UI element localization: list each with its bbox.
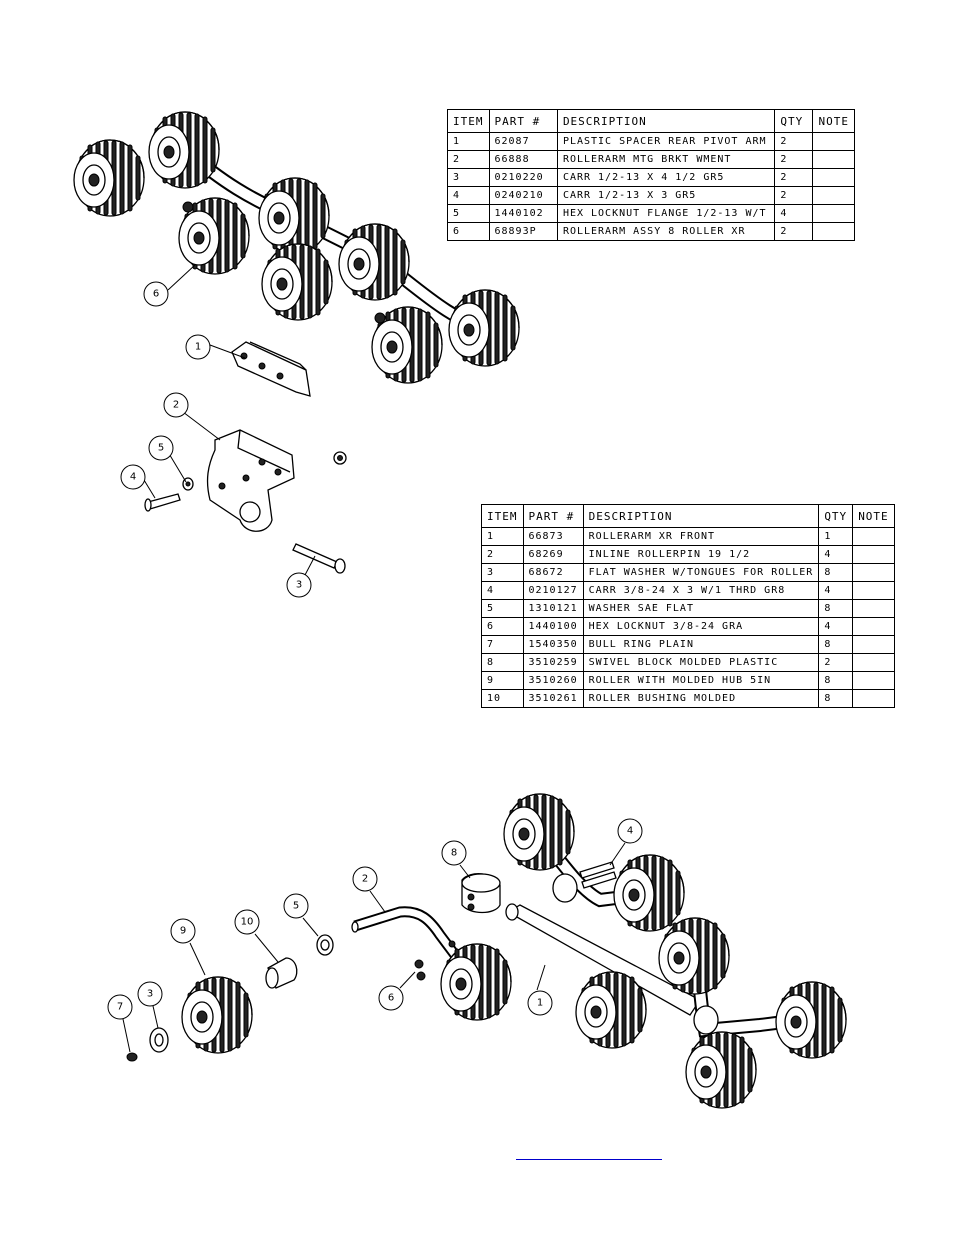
balloon-6: 6 xyxy=(378,985,404,1011)
table-cell xyxy=(852,689,895,708)
table-cell: 2 xyxy=(774,222,814,241)
balloon-5: 5 xyxy=(148,435,174,461)
balloon-1: 1 xyxy=(185,334,211,360)
column-header: QTY xyxy=(818,504,854,528)
table-cell: 3510261 xyxy=(522,689,584,708)
table-cell: 8 xyxy=(818,689,854,708)
footer-link-underline[interactable] xyxy=(516,1147,662,1160)
balloon-6: 6 xyxy=(143,281,169,307)
table-cell: 2 xyxy=(774,168,814,187)
inline-rollerpin-part xyxy=(351,906,512,1021)
swivel-block-part xyxy=(461,873,501,914)
svg-text:10: 10 xyxy=(241,917,254,928)
balloon-1: 1 xyxy=(527,990,553,1016)
svg-text:6: 6 xyxy=(153,289,159,300)
svg-text:3: 3 xyxy=(296,580,302,591)
sae-washer-part xyxy=(316,934,334,956)
svg-text:7: 7 xyxy=(117,1002,123,1013)
balloon-7: 7 xyxy=(107,994,133,1020)
svg-text:3: 3 xyxy=(147,989,153,1000)
svg-text:2: 2 xyxy=(173,400,179,411)
balloon-8: 8 xyxy=(441,840,467,866)
balloon-4: 4 xyxy=(617,818,643,844)
table-cell: ROLLERARM ASSY 8 ROLLER XR xyxy=(556,222,776,241)
balloon-2: 2 xyxy=(352,866,378,892)
svg-text:1: 1 xyxy=(195,342,201,353)
plastic-spacer-part xyxy=(231,341,311,397)
table-cell: 4 xyxy=(818,545,854,564)
balloon-4: 4 xyxy=(120,464,146,490)
balloon-2: 2 xyxy=(163,392,189,418)
svg-text:6: 6 xyxy=(388,993,394,1004)
svg-text:5: 5 xyxy=(293,901,299,912)
balloon-10: 10 xyxy=(234,909,260,935)
svg-text:2: 2 xyxy=(362,874,368,885)
svg-text:4: 4 xyxy=(627,826,633,837)
svg-text:1: 1 xyxy=(537,998,543,1009)
table-cell: 68893P xyxy=(488,222,558,241)
svg-text:4: 4 xyxy=(130,472,136,483)
column-header: ITEM xyxy=(447,109,490,133)
carriage-bolt-short xyxy=(144,493,181,512)
column-header: QTY xyxy=(774,109,814,133)
svg-text:5: 5 xyxy=(158,443,164,454)
table-cell: 62087 xyxy=(488,132,558,151)
roller-arm-front-assembly xyxy=(503,793,847,1109)
mounting-bracket-part xyxy=(206,429,295,532)
carriage-bolt-long xyxy=(292,543,346,574)
column-header: PART # xyxy=(488,109,558,133)
locknut-part xyxy=(182,451,347,491)
balloon-3: 3 xyxy=(286,572,312,598)
table-cell xyxy=(812,222,855,241)
column-header: ITEM xyxy=(481,504,524,528)
balloon-3: 3 xyxy=(137,981,163,1007)
balloon-5: 5 xyxy=(283,893,309,919)
loose-roller-part xyxy=(181,976,253,1054)
balloon-9: 9 xyxy=(170,918,196,944)
roller-bushing-part xyxy=(265,957,298,989)
hex-locknuts-part xyxy=(414,959,426,981)
carriage-bolts-pair xyxy=(579,861,617,889)
table-cell: ROLLER BUSHING MOLDED xyxy=(582,689,820,708)
svg-text:9: 9 xyxy=(180,926,186,937)
flat-washer-part xyxy=(149,1027,169,1053)
roller-arm-assembly-top xyxy=(73,111,520,384)
svg-text:8: 8 xyxy=(451,848,457,859)
bull-ring-part xyxy=(126,1052,138,1062)
